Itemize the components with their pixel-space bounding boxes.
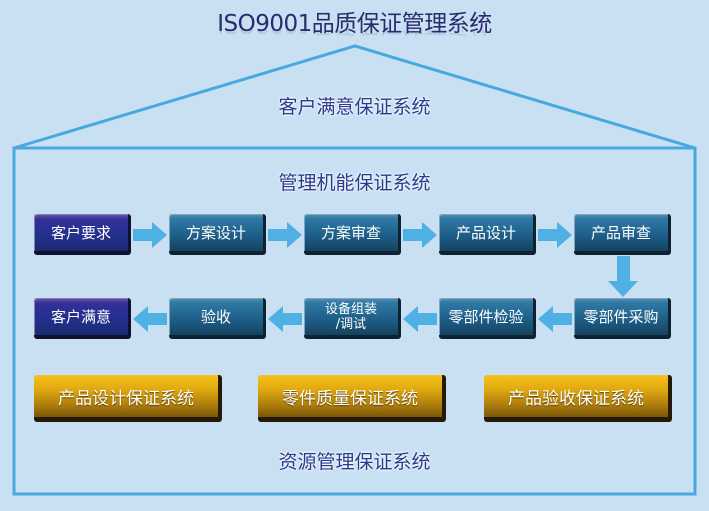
step-customer-satisfaction: 客户满意 [34,298,131,339]
step-product-design: 产品设计 [439,214,536,255]
step-product-review: 产品审查 [574,214,671,255]
arrow-left-icon [268,306,302,332]
arrow-right-icon [133,222,167,248]
arrow-left-icon [538,306,572,332]
subsystem-product-acceptance: 产品验收保证系统 [484,375,672,422]
management-function-label: 管理机能保证系统 [278,172,431,194]
arrow-down-icon [608,256,638,297]
subsystem-product-design: 产品设计保证系统 [34,375,222,422]
arrow-right-icon [403,222,437,248]
step-parts-inspection: 零部件检验 [439,298,536,339]
arrow-left-icon [403,306,437,332]
arrow-right-icon [538,222,572,248]
arrow-right-icon [268,222,302,248]
step-acceptance: 验收 [169,298,266,339]
arrow-left-icon [133,306,167,332]
step-customer-requirement: 客户要求 [34,214,131,255]
customer-satisfaction-label: 客户满意保证系统 [278,96,431,118]
page-title: ISO9001品质保证管理系统 [217,11,492,37]
subsystem-parts-quality: 零件质量保证系统 [258,375,446,422]
step-equipment-assembly: 设备组装 /调试 [304,298,401,339]
step-parts-procurement: 零部件采购 [574,298,671,339]
step-scheme-design: 方案设计 [169,214,266,255]
house-body-outline [12,146,697,496]
resource-management-label: 资源管理保证系统 [278,451,431,473]
step-scheme-review: 方案审查 [304,214,401,255]
roof-outline [13,44,696,150]
